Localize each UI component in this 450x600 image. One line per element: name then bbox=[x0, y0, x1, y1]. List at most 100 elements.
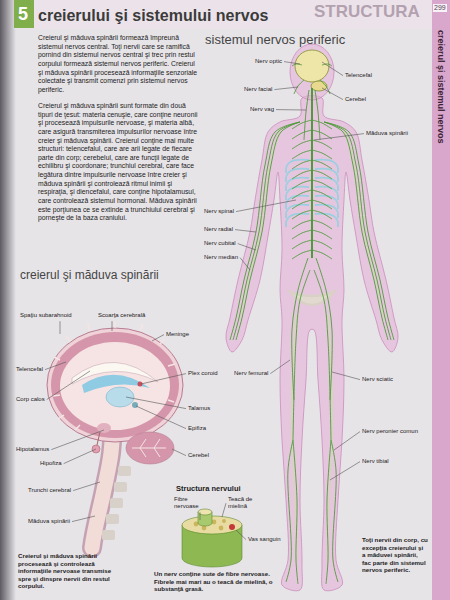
nerves bbox=[292, 250, 312, 259]
tab-text: creierul şi sistemul nervos bbox=[432, 30, 450, 144]
page-title: creierului şi sistemului nervos bbox=[38, 6, 268, 25]
part-label: Teacă de mielină bbox=[228, 496, 260, 510]
nerves bbox=[292, 150, 312, 159]
part-label: Meninge bbox=[166, 331, 189, 338]
brain-section bbox=[132, 402, 138, 408]
leader-line bbox=[240, 258, 250, 270]
body-figure bbox=[226, 44, 398, 591]
nerves bbox=[331, 440, 338, 582]
leader-line bbox=[60, 321, 61, 334]
leader-line bbox=[314, 134, 364, 140]
nerves bbox=[326, 440, 331, 584]
chapter-box bbox=[14, 0, 34, 28]
nerves bbox=[295, 50, 329, 82]
brain-section bbox=[47, 321, 183, 548]
nerves bbox=[292, 140, 312, 149]
leader-line bbox=[238, 244, 256, 250]
nerve-label: Cerebel bbox=[345, 96, 366, 103]
leader-line bbox=[112, 321, 113, 331]
figure-caption: Un nerv conţine sute de fibre nervoase. … bbox=[154, 570, 274, 593]
nerves bbox=[312, 190, 332, 199]
page-binding bbox=[0, 0, 16, 600]
brain-section bbox=[53, 321, 175, 430]
nerve-label: Nerv vag bbox=[250, 106, 274, 113]
part-label: Epifiza bbox=[188, 425, 206, 432]
nerve-structure bbox=[182, 509, 242, 567]
nerves bbox=[312, 150, 332, 159]
nerves bbox=[230, 122, 300, 340]
part-label: Scoarţa cerebrală bbox=[98, 312, 145, 319]
nerves bbox=[292, 190, 312, 199]
brain-section bbox=[132, 439, 166, 457]
nerves bbox=[312, 130, 332, 139]
nerves bbox=[292, 240, 312, 249]
leader-line bbox=[236, 530, 246, 540]
leader-line bbox=[330, 462, 360, 480]
leader-line bbox=[64, 449, 96, 464]
nerves bbox=[312, 200, 332, 209]
part-label: Cerebel bbox=[188, 452, 209, 459]
nerves bbox=[324, 122, 388, 340]
leader-line bbox=[200, 512, 201, 520]
nerve-label: Nerv femural bbox=[234, 370, 268, 377]
nerves bbox=[292, 180, 312, 189]
nerves bbox=[292, 120, 312, 129]
leader-line bbox=[47, 371, 90, 400]
part-label: Trunchi cerebral bbox=[28, 487, 71, 494]
nerve-label: Nerv peronier comun bbox=[362, 428, 418, 435]
brain-section bbox=[126, 432, 174, 464]
brain-section bbox=[51, 332, 179, 438]
brain-section bbox=[102, 530, 115, 540]
leader-line bbox=[222, 503, 226, 517]
inset-title: Structura nervului bbox=[176, 484, 241, 493]
brain-section bbox=[110, 498, 123, 508]
brain-section bbox=[106, 514, 119, 524]
nerve-label: Nerv cubital bbox=[204, 240, 236, 247]
brain-section bbox=[106, 387, 134, 407]
brain-section bbox=[97, 432, 100, 445]
nerves bbox=[312, 210, 332, 219]
leader-line bbox=[270, 360, 290, 374]
body-text: Creierul şi măduva spinării sunt formate… bbox=[38, 102, 198, 223]
leader-line bbox=[141, 374, 186, 384]
leader-line bbox=[322, 62, 343, 76]
nerves bbox=[312, 240, 332, 249]
brain-section bbox=[47, 328, 183, 442]
nerve-label: Nerv sciatic bbox=[362, 376, 393, 383]
nerves bbox=[312, 160, 332, 169]
nerve-structure bbox=[229, 524, 235, 530]
nerves bbox=[293, 440, 298, 584]
leader-line bbox=[332, 372, 360, 380]
nerve-structure bbox=[202, 526, 207, 531]
leader-line bbox=[322, 88, 343, 100]
leader-line bbox=[284, 62, 300, 64]
nerves bbox=[292, 210, 312, 219]
nerves bbox=[233, 122, 300, 340]
leader-line bbox=[126, 397, 186, 409]
section-heading: sistemul nervos periferic bbox=[205, 32, 345, 48]
part-label: Vas sanguin bbox=[248, 536, 281, 543]
part-label: Măduva spinării bbox=[28, 518, 70, 525]
nerves bbox=[324, 122, 391, 340]
nerve-label: Nerv radial bbox=[204, 226, 233, 233]
nerves bbox=[292, 230, 312, 239]
leader-line bbox=[235, 230, 256, 232]
leader-line bbox=[152, 335, 164, 341]
nerves bbox=[312, 220, 332, 229]
nerves bbox=[293, 270, 310, 440]
nerve-label: Nerv optic bbox=[255, 58, 282, 65]
nerves bbox=[312, 170, 332, 179]
leader-line bbox=[236, 200, 296, 212]
nerve-structure bbox=[219, 526, 224, 531]
nerve-label: Măduva spinării bbox=[366, 130, 408, 137]
part-label: Hipofiza bbox=[40, 460, 62, 467]
part-label: Telencefal bbox=[16, 366, 43, 373]
nerve-structure bbox=[212, 520, 217, 525]
leader-line bbox=[136, 406, 186, 429]
leader-line bbox=[276, 109, 306, 110]
leader-line bbox=[334, 432, 360, 450]
figure-caption: Creierul şi măduva spinării procesează ş… bbox=[18, 552, 118, 590]
nerve-structure bbox=[222, 519, 226, 523]
